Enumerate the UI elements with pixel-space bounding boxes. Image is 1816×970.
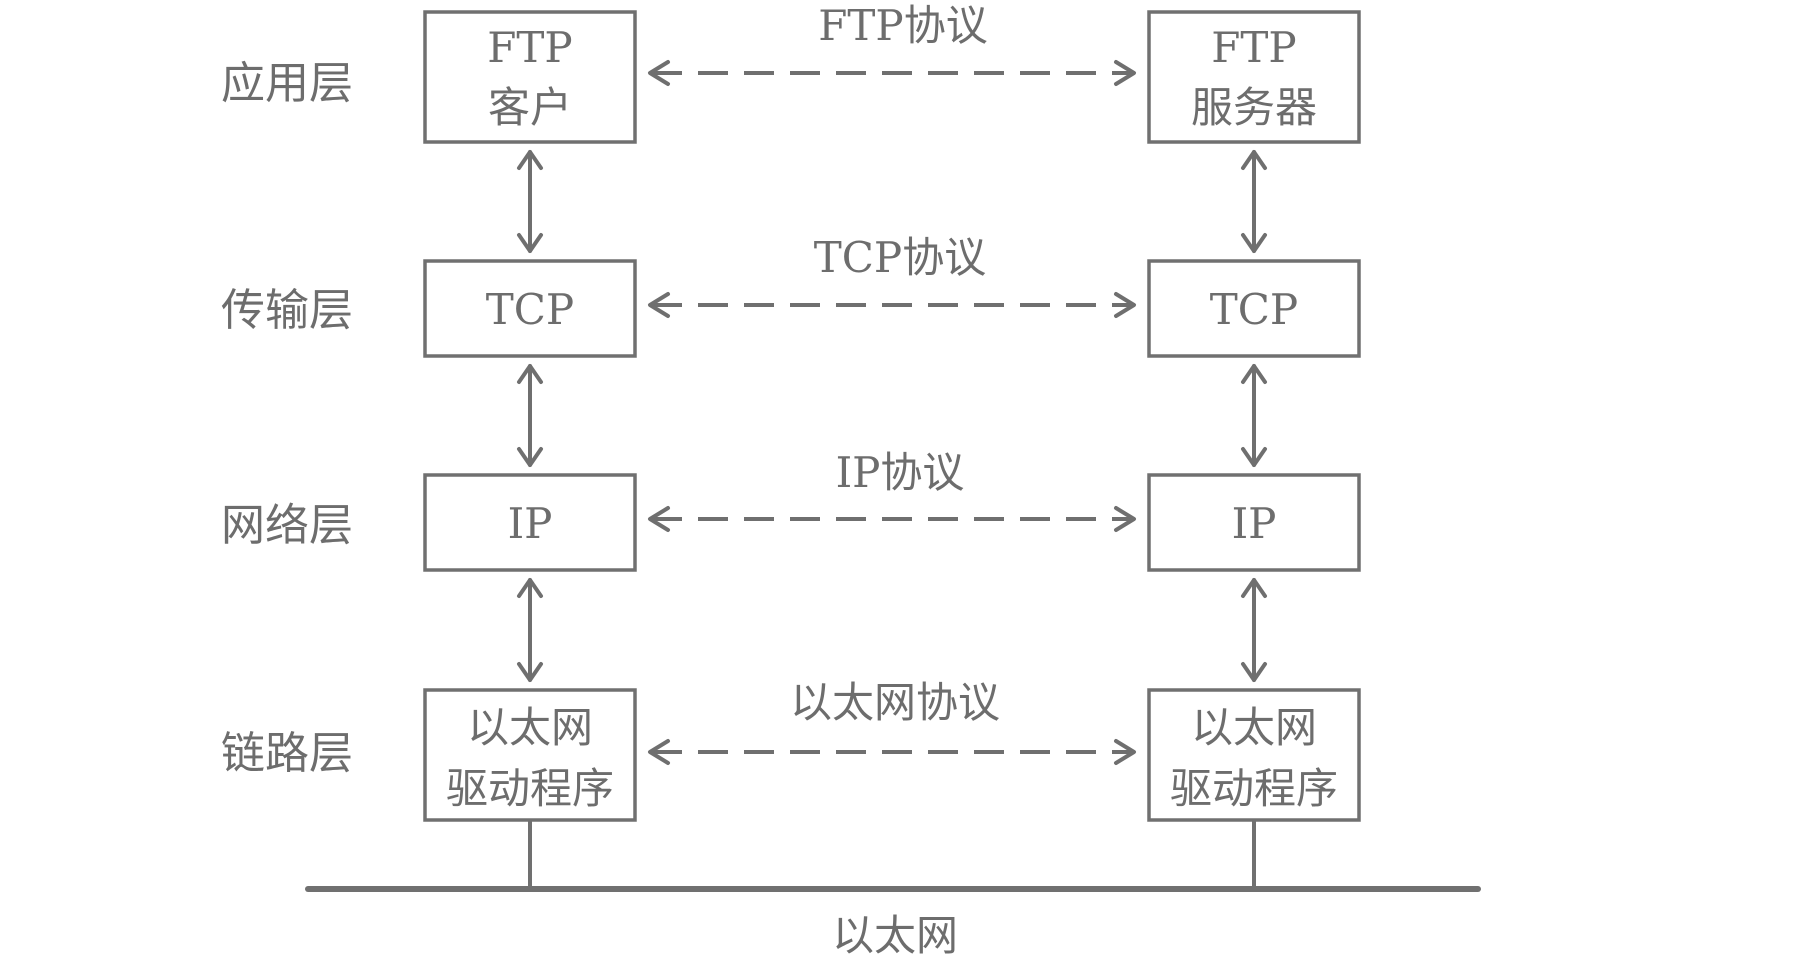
- left-link-line-1: 以太网: [467, 703, 593, 752]
- right-network-text: IP: [1232, 499, 1277, 548]
- ethernet-bus: 以太网: [305, 820, 1481, 960]
- left-arrow-app-transport: [517, 150, 543, 253]
- right-application-line-1: FTP: [1211, 23, 1296, 72]
- protocol-ip: IP协议: [648, 448, 1136, 532]
- right-link-line-2: 驱动程序: [1170, 764, 1338, 813]
- left-arrow-network-link: [517, 578, 543, 682]
- protocol-label-ip: IP协议: [836, 448, 965, 497]
- left-vertical-arrows: [517, 150, 543, 682]
- left-network-text: IP: [508, 499, 553, 548]
- left-application-line-1: FTP: [487, 23, 572, 72]
- right-transport-text: TCP: [1210, 285, 1298, 334]
- right-network-box: [1147, 473, 1361, 572]
- protocol-label-ftp: FTP协议: [818, 1, 987, 50]
- network-label: 以太网: [832, 911, 958, 960]
- right-transport-box: [1147, 259, 1361, 358]
- right-application-box: [1147, 10, 1361, 144]
- layer-label-link: 链路层: [221, 728, 353, 779]
- left-application-box: [423, 10, 637, 144]
- left-transport-box: [423, 259, 637, 358]
- left-stack: FTP 客户 TCP IP 以太网 驱动程序: [423, 10, 637, 822]
- protocol-tcp: TCP协议: [648, 233, 1136, 318]
- left-arrow-transport-network: [517, 364, 543, 467]
- right-link-line-1: 以太网: [1191, 703, 1317, 752]
- protocol-ftp: FTP协议: [648, 1, 1136, 86]
- right-arrow-app-transport: [1241, 150, 1267, 253]
- right-arrow-transport-network: [1241, 364, 1267, 467]
- left-link-box: [423, 688, 637, 822]
- protocol-ethernet: 以太网协议: [648, 678, 1136, 765]
- right-application-line-2: 服务器: [1191, 83, 1317, 132]
- layer-label-network: 网络层: [221, 500, 353, 551]
- right-arrow-network-link: [1241, 578, 1267, 682]
- protocol-label-tcp: TCP协议: [814, 233, 986, 282]
- layer-label-transport: 传输层: [221, 285, 353, 336]
- right-stack: FTP 服务器 TCP IP 以太网 驱动程序: [1147, 10, 1361, 822]
- left-application-line-2: 客户: [488, 83, 572, 132]
- protocol-label-ethernet: 以太网协议: [790, 678, 1000, 727]
- layer-label-application: 应用层: [221, 58, 353, 109]
- right-vertical-arrows: [1241, 150, 1267, 682]
- left-link-line-2: 驱动程序: [446, 764, 614, 813]
- left-network-box: [423, 473, 637, 572]
- right-link-box: [1147, 688, 1361, 822]
- left-transport-text: TCP: [486, 285, 574, 334]
